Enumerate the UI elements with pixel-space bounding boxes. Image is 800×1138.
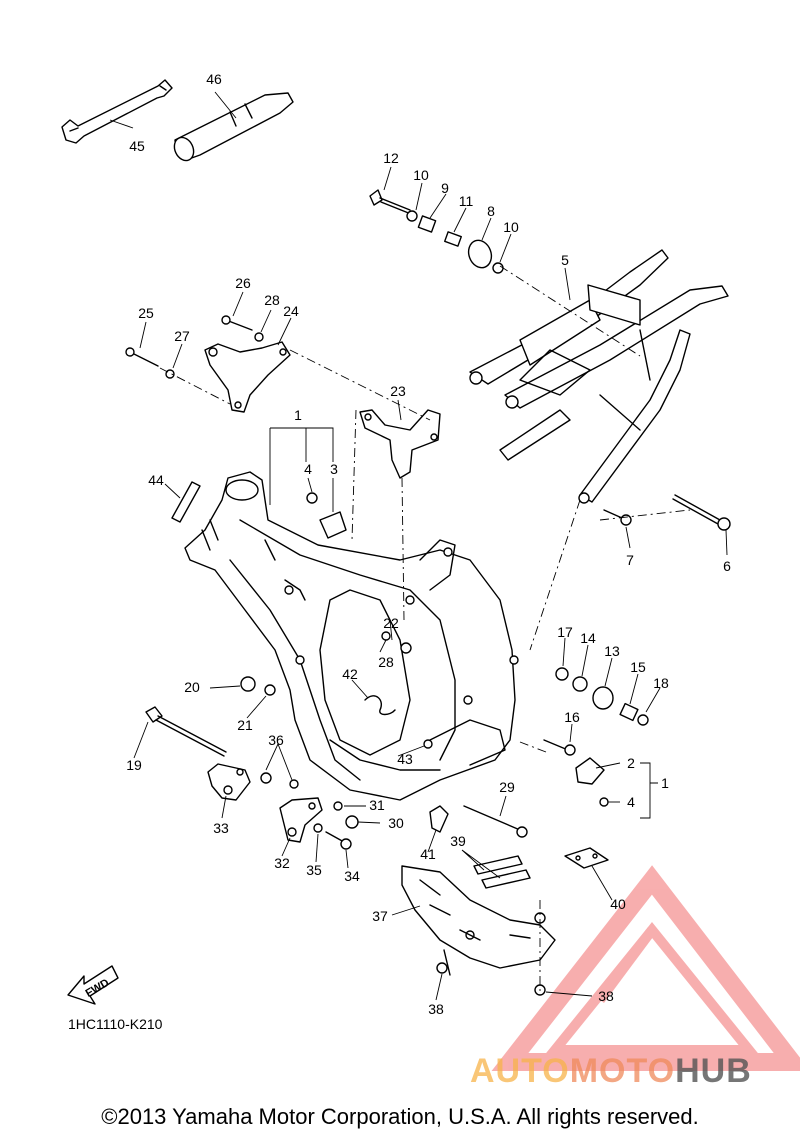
strip-44 <box>171 481 201 523</box>
callout-number: 15 <box>630 659 646 675</box>
callout-number: 1 <box>294 407 302 423</box>
callout-number: 24 <box>283 303 299 319</box>
callout-number: 4 <box>627 794 635 810</box>
callout-number: 11 <box>459 193 474 209</box>
engine-bracket-24 <box>204 341 291 413</box>
clip-41 <box>429 805 449 833</box>
callout-number: 34 <box>344 868 360 884</box>
copyright-notice: ©2013 Yamaha Motor Corporation, U.S.A. A… <box>101 1104 699 1129</box>
fwd-direction-arrow: FWD <box>67 965 119 1005</box>
callout-number: 29 <box>499 779 515 795</box>
callout-number: 33 <box>213 820 229 836</box>
engine-bracket-23 <box>359 409 441 479</box>
callout-number: 10 <box>503 219 519 235</box>
watermark-auto: AUTO <box>470 1052 570 1090</box>
callout-number: 42 <box>342 666 358 682</box>
rubber-pads-39 <box>473 855 531 889</box>
callout-number: 2 <box>627 755 635 771</box>
callout-number: 13 <box>604 643 620 659</box>
callout-number: 40 <box>610 896 626 912</box>
callout-number: 43 <box>397 751 413 767</box>
callout-number: 3 <box>330 461 338 477</box>
box-wrench-46 <box>173 92 294 162</box>
callout-number: 27 <box>174 328 190 344</box>
watermark-hub: HUB <box>675 1052 752 1090</box>
callout-number: 26 <box>235 275 251 291</box>
callout-number: 46 <box>206 71 222 87</box>
callout-number: 21 <box>237 717 253 733</box>
callout-number: 31 <box>369 797 385 813</box>
callout-number: 35 <box>306 862 322 878</box>
callout-number: 12 <box>383 150 399 166</box>
callout-number: 5 <box>561 252 569 268</box>
callout-number: 16 <box>564 709 580 725</box>
callout-number: 17 <box>557 624 573 640</box>
callout-number: 9 <box>441 180 449 196</box>
bolts-and-hardware <box>125 189 731 996</box>
rear-sub-frame-5 <box>469 249 729 504</box>
fwd-label: FWD <box>84 977 112 1000</box>
watermark-triangle-logo <box>491 865 800 1071</box>
reference-lines <box>159 265 691 992</box>
callout-number: 1 <box>661 775 669 791</box>
spanner-wrench-45 <box>61 79 173 144</box>
callout-number: 30 <box>388 815 404 831</box>
watermark-brand-text: AUTOMOTOHUB <box>470 1052 752 1091</box>
callout-number: 28 <box>264 292 280 308</box>
callout-number: 23 <box>390 383 406 399</box>
bracket-33 <box>207 763 251 801</box>
callout-number: 44 <box>148 472 164 488</box>
callout-number: 10 <box>413 167 429 183</box>
engine-guard-37 <box>401 865 556 969</box>
callout-number: 28 <box>378 654 394 670</box>
callout-number: 14 <box>580 630 596 646</box>
callout-number: 19 <box>126 757 142 773</box>
callout-number: 6 <box>723 558 731 574</box>
callout-number: 7 <box>626 552 634 568</box>
callout-numbers: 1 1 2 3 4 4 5 6 7 8 9 10 10 11 12 13 14 … <box>126 71 731 1017</box>
callout-number: 39 <box>450 833 466 849</box>
bracket-32 <box>279 797 323 843</box>
diagram-reference-code: 1HC1110-K210 <box>68 1016 163 1032</box>
leader-lines <box>109 91 728 1001</box>
callout-number: 36 <box>268 732 284 748</box>
callout-number: 37 <box>372 908 388 924</box>
callout-number: 38 <box>598 988 614 1004</box>
callout-number: 32 <box>274 855 290 871</box>
callout-number: 4 <box>304 461 312 477</box>
callout-number: 20 <box>184 679 200 695</box>
callout-number: 38 <box>428 1001 444 1017</box>
main-frame-1 <box>184 471 519 801</box>
callout-number: 22 <box>383 615 399 631</box>
callout-number: 8 <box>487 203 495 219</box>
callout-number: 18 <box>653 675 669 691</box>
callout-number: 45 <box>129 138 145 154</box>
callout-number: 41 <box>420 846 436 862</box>
plate-40 <box>564 847 609 869</box>
callout-number: 25 <box>138 305 154 321</box>
watermark-moto: MOTO <box>569 1052 676 1090</box>
